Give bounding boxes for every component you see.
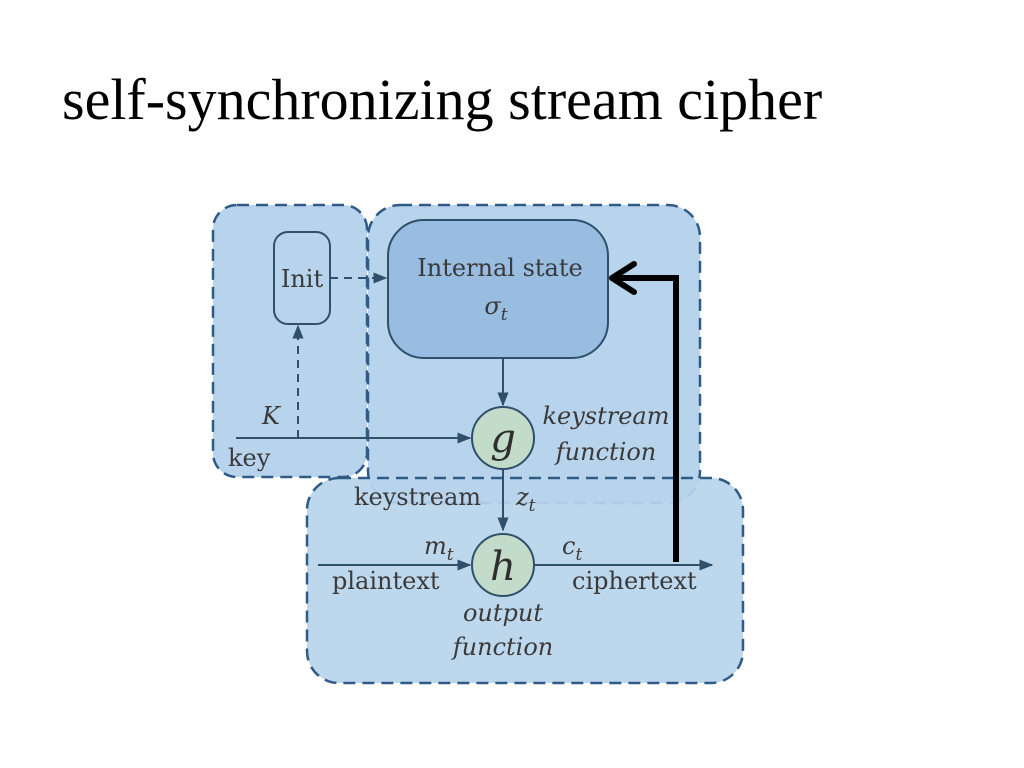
- state-subscript: t: [501, 305, 508, 325]
- init-label: Init: [281, 265, 324, 293]
- plaintext-symbol: mt: [424, 532, 454, 565]
- state-symbol: σt: [484, 292, 507, 325]
- state-sigma: σ: [484, 292, 501, 320]
- ciphertext-subscript: t: [575, 545, 582, 565]
- keystream-subscript: t: [529, 496, 536, 516]
- keystream-symbol: zt: [515, 483, 536, 516]
- g-caption-line2: function: [554, 438, 656, 466]
- plaintext-label: plaintext: [332, 567, 440, 595]
- h-letter: h: [490, 544, 516, 590]
- keystream-z: z: [515, 483, 529, 511]
- slide-title: self-synchronizing stream cipher: [62, 67, 823, 132]
- h-caption-line2: function: [451, 633, 553, 661]
- ciphertext-c: c: [562, 532, 575, 560]
- internal-state-label: Internal state: [417, 254, 582, 282]
- plaintext-subscript: t: [447, 545, 454, 565]
- feedback-arrow: [614, 275, 679, 562]
- h-caption-line1: output: [463, 599, 543, 627]
- ciphertext-symbol: ct: [562, 532, 582, 565]
- ciphertext-label: ciphertext: [572, 567, 697, 595]
- plaintext-m: m: [424, 532, 447, 560]
- g-letter: g: [490, 416, 516, 462]
- key-label: key: [228, 444, 271, 472]
- internal-state-box: [387, 219, 609, 359]
- feedback-arrowhead: [609, 261, 637, 295]
- g-caption-line1: keystream: [542, 402, 669, 430]
- key-symbol: K: [261, 402, 282, 430]
- keystream-label: keystream: [354, 483, 481, 511]
